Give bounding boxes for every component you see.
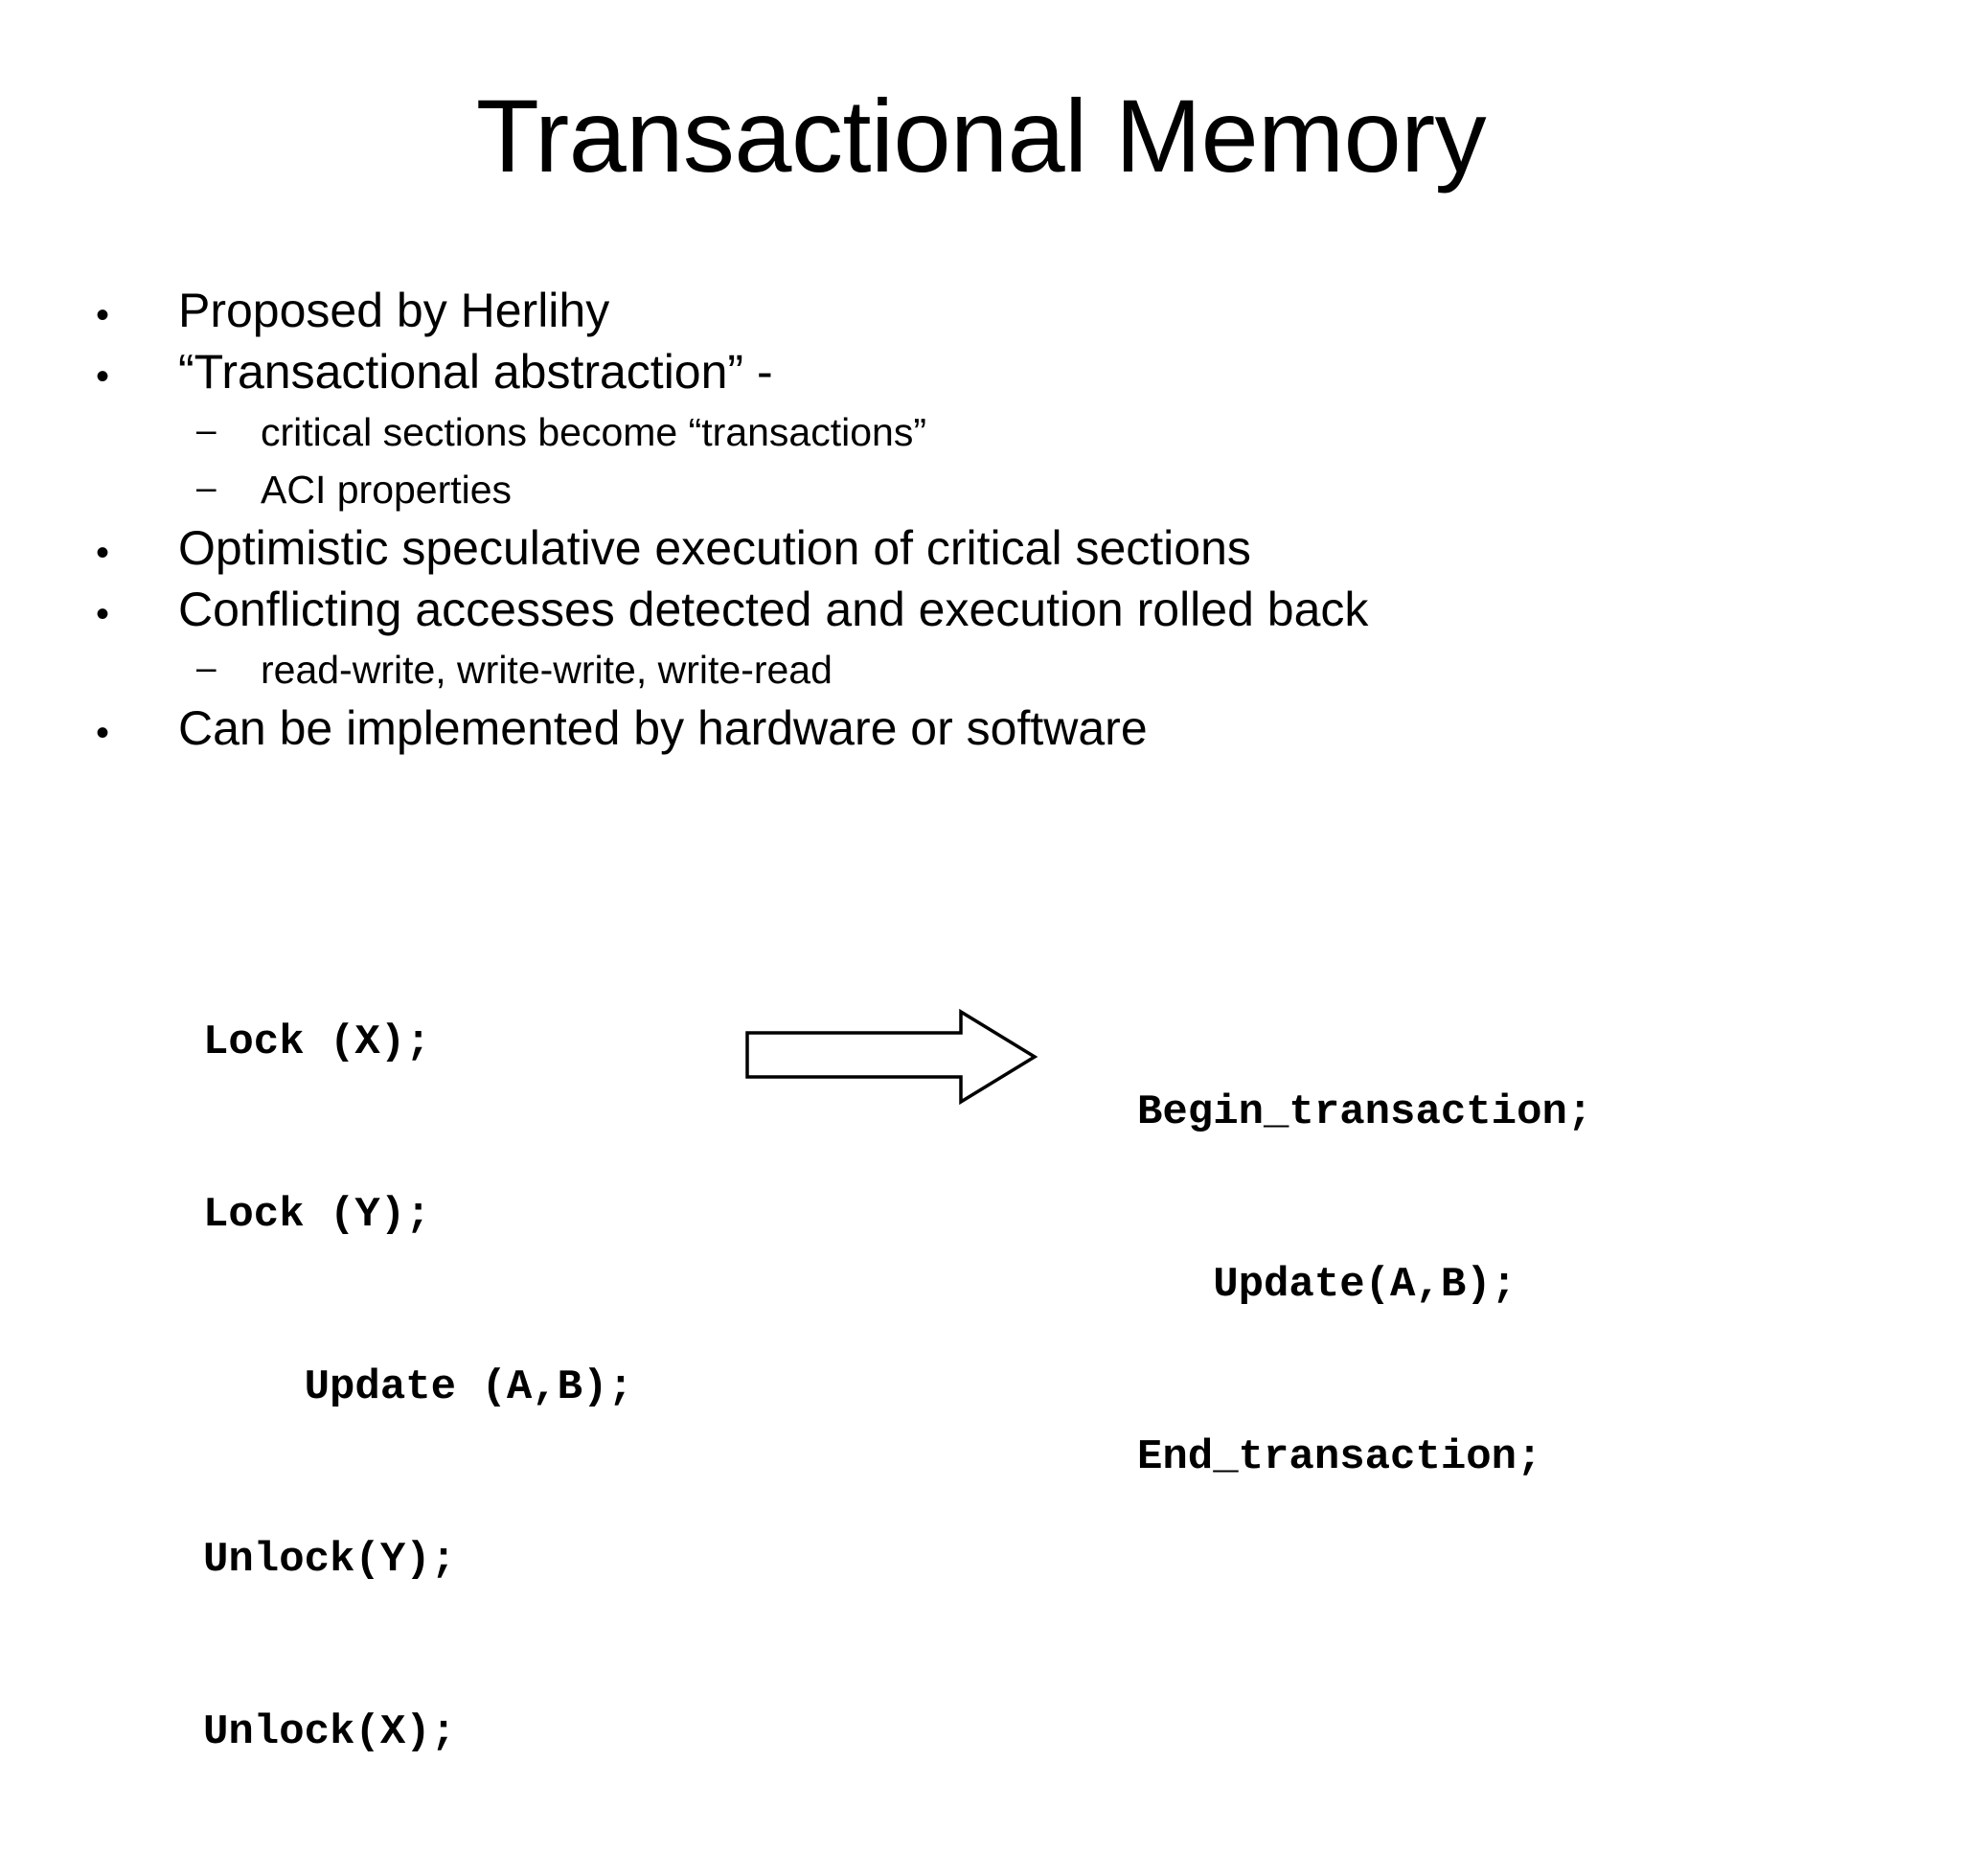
code-line: Update(A,B); (1137, 1261, 1517, 1309)
bullet-marker-icon: • (96, 712, 110, 754)
list-item: – critical sections become “transactions… (0, 406, 1962, 464)
code-line: Lock (X); (203, 1018, 431, 1066)
code-line: Unlock(X); (203, 1708, 457, 1756)
code-block-transaction: Begin_transaction; Update(A,B); End_tran… (1137, 969, 1592, 1601)
bullet-text: Can be implemented by hardware or softwa… (178, 701, 1148, 755)
bullet-list: • Proposed by Herlihy • “Transactional a… (0, 284, 1962, 763)
bullet-marker-icon: • (96, 532, 110, 574)
list-item: • Proposed by Herlihy (0, 284, 1962, 345)
list-item: • Can be implemented by hardware or soft… (0, 701, 1962, 763)
bullet-text: “Transactional abstraction” - (178, 345, 773, 399)
dash-marker-icon: – (196, 410, 217, 449)
list-item: – read-write, write-write, write-read (0, 644, 1962, 701)
bullet-marker-icon: • (96, 593, 110, 635)
list-item: • Optimistic speculative execution of cr… (0, 521, 1962, 583)
code-line: Update (A,B); (203, 1363, 633, 1411)
bullet-text: critical sections become “transactions” (261, 410, 926, 454)
dash-marker-icon: – (196, 468, 217, 507)
code-line: Unlock(Y); (203, 1536, 457, 1584)
dash-marker-icon: – (196, 648, 217, 687)
bullet-text: Optimistic speculative execution of crit… (178, 521, 1251, 575)
code-line: Begin_transaction; (1137, 1088, 1593, 1136)
slide-canvas: Transactional Memory • Proposed by Herli… (0, 78, 1962, 1756)
list-item: • Conflicting accesses detected and exec… (0, 583, 1962, 644)
code-block-locks: Lock (X); Lock (Y); Update (A,B); Unlock… (203, 899, 633, 1876)
list-item: • “Transactional abstraction” - (0, 345, 1962, 406)
bullet-text: ACI properties (261, 468, 513, 512)
bullet-marker-icon: • (96, 294, 110, 336)
arrow-shape (745, 1008, 1038, 1106)
bullet-marker-icon: • (96, 355, 110, 398)
code-line: End_transaction; (1137, 1433, 1542, 1481)
bullet-text: read-write, write-write, write-read (261, 648, 833, 692)
bullet-text: Proposed by Herlihy (178, 284, 610, 337)
bullet-text: Conflicting accesses detected and execut… (178, 583, 1369, 636)
page-title: Transactional Memory (475, 78, 1487, 194)
list-item: – ACI properties (0, 464, 1962, 521)
right-arrow-icon (745, 1004, 1042, 1110)
code-line: Lock (Y); (203, 1191, 431, 1239)
